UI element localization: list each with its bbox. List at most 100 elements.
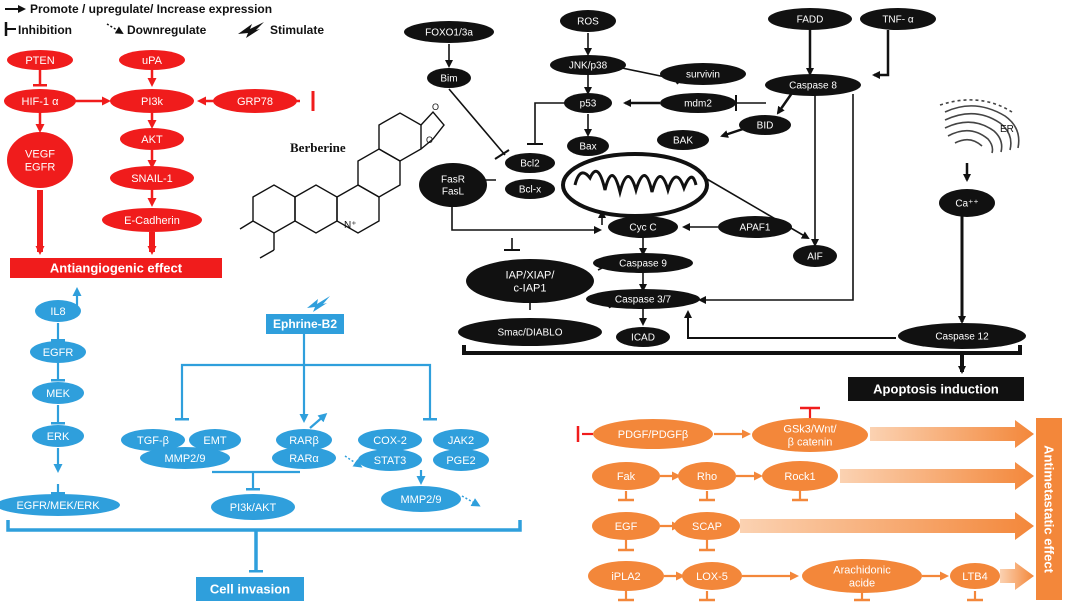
metastatic-big-arrows [740, 420, 1034, 590]
node-bak: BAK [657, 130, 709, 150]
node-shape-cox2 [358, 429, 422, 451]
svg-text:O: O [426, 135, 433, 145]
node-shape-egfrmekerk [0, 494, 120, 516]
node-label-ecad: E-Cadherin [124, 215, 180, 227]
node-label-aif: AIF [807, 252, 823, 263]
node-label-bak: BAK [673, 136, 693, 147]
er-label: ER [1000, 124, 1014, 135]
node-label-rara: RARα [289, 453, 319, 465]
svg-text:N⁺: N⁺ [344, 220, 357, 231]
node-rarb: RARβ [276, 429, 332, 451]
node-shape-bak [657, 130, 709, 150]
node-shape-ca [939, 189, 995, 217]
node-label-ca: Ca⁺⁺ [955, 199, 978, 210]
drug-name-label: Berberine [290, 140, 346, 155]
stimulate-bolt-icon [307, 296, 330, 312]
legend-inhibition: Inhibition [18, 23, 72, 37]
node-fadd: FADD [768, 8, 852, 30]
node-ltb4: LTB4 [950, 563, 1000, 589]
node-label-snail: SNAIL-1 [131, 173, 173, 185]
node-shape-rock1 [762, 461, 838, 491]
node-egf: EGF [592, 512, 660, 540]
node-mmp29b: MMP2/9 [381, 486, 461, 512]
node-label-ros: ROS [577, 17, 599, 28]
node-shape-grp78 [213, 89, 297, 113]
node-label-fak: Fak [617, 471, 636, 483]
node-shape-pi3k [110, 89, 194, 113]
node-shape-ltb4 [950, 563, 1000, 589]
node-label-egfrmekerk: EGFR/MEK/ERK [16, 500, 100, 512]
angiogenic-edges [33, 69, 315, 255]
node-grp78: GRP78 [213, 89, 297, 113]
node-fak: Fak [592, 462, 660, 490]
node-shape-scap [674, 512, 740, 540]
node-iap: IAP/XIAP/c-IAP1 [466, 259, 594, 303]
node-label-pten: PTEN [25, 55, 54, 67]
node-label-fadd: FADD [797, 15, 824, 26]
downregulate-arrow-icon [106, 23, 124, 35]
node-label-rho: Rho [697, 471, 717, 483]
downregulate-mmp-icon [461, 495, 481, 507]
node-shape-rho [678, 462, 736, 490]
node-shape-p53 [564, 93, 612, 113]
cell-invasion-banner-label: Cell invasion [210, 582, 290, 597]
node-shape-icad [616, 327, 670, 347]
node-shape-survivin [660, 63, 746, 85]
node-cox2: COX-2 [358, 429, 422, 451]
ephrine-box-label: Ephrine-B2 [273, 317, 337, 331]
node-p53: p53 [564, 93, 612, 113]
legend-promote: Promote / upregulate/ Increase expressio… [30, 2, 272, 16]
node-shape-pten [7, 50, 73, 70]
node-shape-akt [120, 128, 184, 150]
node-snail: SNAIL-1 [110, 166, 194, 190]
node-shape-upa [119, 50, 185, 70]
node-label-smac: Smac/DIABLO [497, 328, 562, 339]
node-shape-tgfb [121, 429, 185, 451]
node-shape-mdm2 [660, 93, 736, 113]
node-label-cycc: Cyc C [629, 223, 656, 234]
node-shape-tnf [860, 8, 936, 30]
node-bcl2: Bcl2 [505, 153, 555, 173]
node-label-foxo: FOXO1/3a [425, 28, 473, 39]
node-shape-mmp29a [140, 447, 230, 469]
node-label-erk: ERK [47, 431, 70, 443]
node-shape-aif [793, 245, 837, 267]
node-pi3k: PI3k [110, 89, 194, 113]
node-label-lox5: LOX-5 [696, 571, 728, 583]
node-mdm2: mdm2 [660, 93, 736, 113]
node-label-mmp29a: MMP2/9 [165, 453, 206, 465]
legend-downregulate: Downregulate [127, 23, 207, 37]
node-shape-foxo [404, 21, 494, 43]
node-shape-bim [427, 68, 471, 88]
node-lox5: LOX-5 [682, 562, 742, 590]
node-label-bim: Bim [440, 74, 457, 85]
node-label-pi3kakt: PI3k/AKT [230, 502, 277, 514]
node-shape-ipla2 [588, 561, 664, 591]
angiogenic-effect-banner-label: Antiangiogenic effect [50, 261, 183, 276]
node-shape-hif [4, 89, 76, 113]
node-smac: Smac/DIABLO [458, 318, 602, 346]
node-casp8: Caspase 8 [765, 74, 861, 96]
node-pge2: PGE2 [433, 449, 489, 471]
node-shape-rarb [276, 429, 332, 451]
downregulate-rara-icon [344, 455, 363, 468]
node-ca: Ca⁺⁺ [939, 189, 995, 217]
node-label-scap: SCAP [692, 521, 722, 533]
node-jak2: JAK2 [433, 429, 489, 451]
node-foxo: FOXO1/3a [404, 21, 494, 43]
node-hif: HIF-1 α [4, 89, 76, 113]
node-gsk: GSk3/Wnt/β catenin [752, 418, 868, 452]
antimetastatic-banner: Antimetastatic effect [1036, 418, 1062, 600]
node-label-stat3: STAT3 [374, 455, 407, 467]
node-bclx: Bcl-x [505, 179, 555, 199]
node-label-ipla2: iPLA2 [611, 571, 640, 583]
apoptosis-banner-label: Apoptosis induction [873, 382, 999, 397]
node-shape-il8 [35, 300, 81, 322]
node-shape-bcl2 [505, 153, 555, 173]
mitochondrion-icon [561, 152, 709, 218]
node-akt: AKT [120, 128, 184, 150]
node-label-casp8: Caspase 8 [789, 81, 837, 92]
node-il8: IL8 [35, 300, 81, 322]
